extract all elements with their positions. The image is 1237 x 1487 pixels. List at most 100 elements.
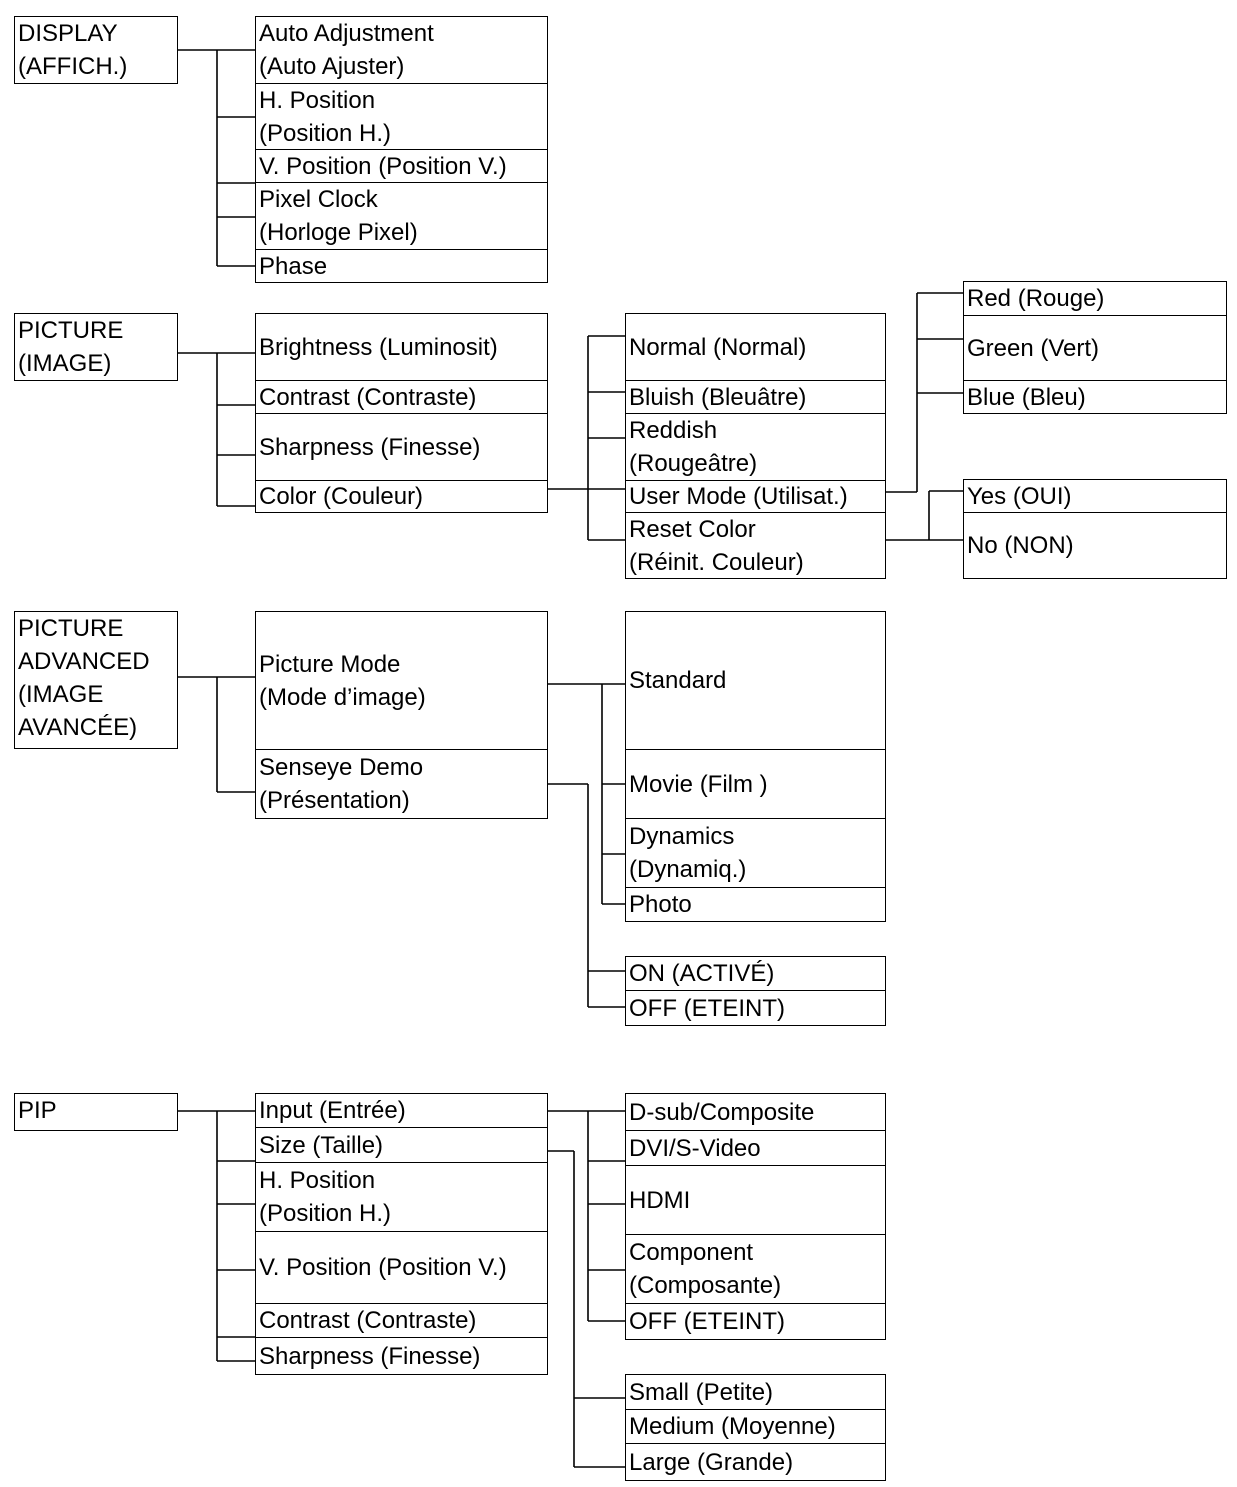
- input-hdmi[interactable]: HDMI: [625, 1165, 886, 1235]
- input-off[interactable]: OFF (ETEINT): [625, 1303, 886, 1340]
- demo-off[interactable]: OFF (ETEINT): [625, 990, 886, 1026]
- size-large[interactable]: Large (Grande): [625, 1443, 886, 1481]
- pip-h-position[interactable]: H. Position (Position H.): [255, 1162, 548, 1232]
- user-mode-red[interactable]: Red (Rouge): [963, 281, 1227, 316]
- menu-root-label-fr: (IMAGE): [18, 350, 112, 377]
- item-label: H. Position: [259, 86, 376, 114]
- item-label: Dynamics: [629, 823, 735, 850]
- user-mode-green[interactable]: Green (Vert): [963, 315, 1227, 381]
- picture-brightness[interactable]: Brightness (Luminosit): [255, 313, 548, 381]
- reset-yes[interactable]: Yes (OUI): [963, 479, 1227, 513]
- demo-on[interactable]: ON (ACTIVÉ): [625, 956, 886, 991]
- item-label-fr: (Auto Ajuster): [259, 53, 405, 80]
- item-label-fr: (Dynamiq.): [629, 856, 747, 883]
- picture-sharpness[interactable]: Sharpness (Finesse): [255, 413, 548, 481]
- item-label-fr: (Mode d’image): [259, 683, 426, 711]
- menu-root-picture[interactable]: PICTURE (IMAGE): [14, 313, 178, 381]
- mode-movie[interactable]: Movie (Film ): [625, 749, 886, 819]
- mode-photo[interactable]: Photo: [625, 887, 886, 922]
- senseye-demo[interactable]: Senseye Demo (Présentation): [255, 749, 548, 819]
- item-label-fr: (Présentation): [259, 787, 410, 814]
- display-auto-adjustment[interactable]: Auto Adjustment (Auto Ajuster): [255, 16, 548, 84]
- item-label: ON (ACTIVÉ): [629, 960, 775, 987]
- item-label: Pixel Clock: [259, 186, 378, 213]
- item-label: Normal (Normal): [629, 333, 807, 361]
- item-label: Sharpness (Finesse): [259, 1342, 481, 1370]
- item-label: Large (Grande): [629, 1448, 794, 1476]
- item-label: Reddish: [629, 417, 718, 444]
- color-normal[interactable]: Normal (Normal): [625, 313, 886, 381]
- input-dvi-s-video[interactable]: DVI/S-Video: [625, 1130, 886, 1166]
- menu-root-display[interactable]: DISPLAY (AFFICH.): [14, 16, 178, 84]
- display-h-position[interactable]: H. Position (Position H.): [255, 83, 548, 150]
- menu-root-label: PICTURE: [18, 615, 124, 642]
- item-label: Red (Rouge): [967, 285, 1105, 312]
- item-label: DVI/S-Video: [629, 1134, 761, 1162]
- pip-sharpness[interactable]: Sharpness (Finesse): [255, 1337, 548, 1375]
- item-label-fr: (Rougeâtre): [629, 450, 758, 477]
- item-label: Movie (Film ): [629, 770, 768, 798]
- display-phase[interactable]: Phase: [255, 249, 548, 283]
- item-label: Sharpness (Finesse): [259, 433, 481, 461]
- color-reddish[interactable]: Reddish (Rougeâtre): [625, 413, 886, 481]
- color-bluish[interactable]: Bluish (Bleuâtre): [625, 380, 886, 414]
- item-label-fr: (Réinit. Couleur): [629, 548, 804, 576]
- menu-root-label-2: ADVANCED: [18, 648, 150, 675]
- item-label: Small (Petite): [629, 1378, 774, 1406]
- menu-root-picture-advanced[interactable]: PICTURE ADVANCED (IMAGE AVANCÉE): [14, 611, 178, 749]
- color-reset[interactable]: Reset Color (Réinit. Couleur): [625, 512, 886, 579]
- input-d-sub-composite[interactable]: D-sub/Composite: [625, 1093, 886, 1131]
- pip-v-position[interactable]: V. Position (Position V.): [255, 1231, 548, 1304]
- item-label: Blue (Bleu): [967, 383, 1086, 411]
- item-label: Component: [629, 1239, 754, 1266]
- item-label: Contrast (Contraste): [259, 383, 477, 411]
- item-label: OFF (ETEINT): [629, 994, 785, 1022]
- item-label: Reset Color: [629, 515, 756, 543]
- display-pixel-clock[interactable]: Pixel Clock (Horloge Pixel): [255, 182, 548, 250]
- item-label: V. Position (Position V.): [259, 152, 507, 180]
- item-label: Yes (OUI): [967, 482, 1072, 510]
- item-label: Contrast (Contraste): [259, 1307, 477, 1334]
- item-label: User Mode (Utilisat.): [629, 483, 848, 510]
- item-label: Brightness (Luminosit): [259, 333, 498, 361]
- item-label: Standard: [629, 667, 727, 694]
- item-label: OFF (ETEINT): [629, 1308, 785, 1335]
- size-small[interactable]: Small (Petite): [625, 1374, 886, 1410]
- mode-standard[interactable]: Standard: [625, 611, 886, 750]
- item-label: Bluish (Bleuâtre): [629, 383, 807, 411]
- item-label: Picture Mode: [259, 650, 401, 678]
- pip-input[interactable]: Input (Entrée): [255, 1093, 548, 1128]
- item-label-fr: (Horloge Pixel): [259, 219, 418, 246]
- item-label: D-sub/Composite: [629, 1098, 815, 1126]
- item-label: Senseye Demo: [259, 754, 424, 781]
- picture-contrast[interactable]: Contrast (Contraste): [255, 380, 548, 414]
- reset-no[interactable]: No (NON): [963, 512, 1227, 579]
- color-user-mode[interactable]: User Mode (Utilisat.): [625, 480, 886, 513]
- item-label-fr: (Composante): [629, 1272, 782, 1299]
- item-label: Input (Entrée): [259, 1097, 406, 1124]
- menu-root-label: PICTURE: [18, 317, 124, 344]
- picture-color[interactable]: Color (Couleur): [255, 480, 548, 513]
- menu-root-label-fr: (AFFICH.): [18, 53, 128, 80]
- item-label: Auto Adjustment: [259, 20, 434, 47]
- picture-mode[interactable]: Picture Mode (Mode d’image): [255, 611, 548, 750]
- item-label: Green (Vert): [967, 334, 1100, 362]
- display-v-position[interactable]: V. Position (Position V.): [255, 149, 548, 183]
- item-label: Phase: [259, 252, 328, 280]
- item-label: HDMI: [629, 1186, 691, 1214]
- item-label: Photo: [629, 891, 692, 918]
- item-label: Medium (Moyenne): [629, 1413, 836, 1440]
- mode-dynamics[interactable]: Dynamics (Dynamiq.): [625, 818, 886, 888]
- size-medium[interactable]: Medium (Moyenne): [625, 1409, 886, 1444]
- item-label: No (NON): [967, 532, 1074, 559]
- menu-root-label-fr-2: AVANCÉE): [18, 714, 138, 741]
- pip-contrast[interactable]: Contrast (Contraste): [255, 1303, 548, 1338]
- user-mode-blue[interactable]: Blue (Bleu): [963, 380, 1227, 414]
- menu-root-label: DISPLAY: [18, 20, 118, 47]
- menu-root-pip[interactable]: PIP: [14, 1093, 178, 1131]
- pip-size[interactable]: Size (Taille): [255, 1127, 548, 1163]
- input-component[interactable]: Component (Composante): [625, 1234, 886, 1304]
- menu-root-label-fr: (IMAGE: [18, 681, 104, 708]
